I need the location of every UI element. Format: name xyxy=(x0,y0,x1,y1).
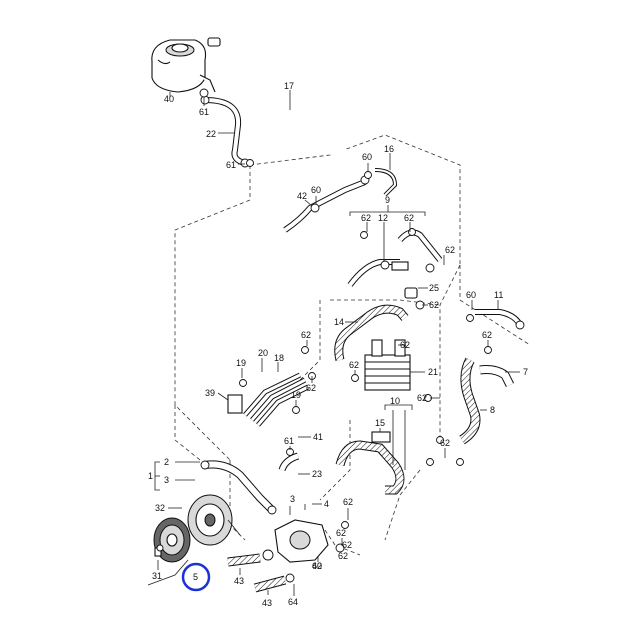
callout-label: 62 xyxy=(312,561,322,571)
callout-label: 18 xyxy=(274,353,284,363)
callout-label: 62 xyxy=(440,438,450,448)
expansion-tank xyxy=(151,39,216,93)
callout-label: 43 xyxy=(234,576,244,586)
hose-10 xyxy=(335,431,405,495)
callout-label: 17 xyxy=(284,81,294,91)
pump-pulley xyxy=(153,517,191,563)
callout-label: 9 xyxy=(385,195,390,205)
callout-label: 39 xyxy=(205,388,215,398)
callout-label: 11 xyxy=(494,290,503,300)
callout-label: 62 xyxy=(429,300,439,310)
thermostat-housing xyxy=(262,519,345,563)
callout-label: 43 xyxy=(262,598,272,608)
callout-labels: 40 61 22 61 17 60 16 42 60 9 62 12 62 62… xyxy=(148,81,528,608)
callout-label: 8 xyxy=(490,405,495,415)
hose-11 xyxy=(475,309,525,330)
pipe-16 xyxy=(374,168,398,197)
hose-23 xyxy=(278,452,300,472)
hose-42 xyxy=(283,175,370,233)
hose-8 xyxy=(459,357,481,445)
callout-label: 41 xyxy=(313,432,323,442)
hose-43-lower xyxy=(253,573,295,593)
callout-label: 2 xyxy=(164,457,169,467)
callout-label: 16 xyxy=(384,144,394,154)
oil-cooler-21 xyxy=(364,339,411,391)
callout-label: 14 xyxy=(334,317,344,327)
callout-label: 62 xyxy=(400,340,410,350)
hose-7 xyxy=(479,365,515,388)
tank-cap xyxy=(207,37,221,47)
callout-label: 61 xyxy=(284,436,294,446)
callout-label: 62 xyxy=(482,330,492,340)
callout-label: 25 xyxy=(429,283,439,293)
callout-label: 32 xyxy=(155,503,165,513)
callout-label: 61 xyxy=(226,160,236,170)
callout-label: 62 xyxy=(404,213,414,223)
water-pump xyxy=(187,494,233,546)
callout-label: 62 xyxy=(336,528,346,538)
assembly-outline xyxy=(174,134,531,556)
hose-group-9 xyxy=(347,229,443,287)
callout-label: 62 xyxy=(343,497,353,507)
water-pipe-1 xyxy=(200,460,277,515)
callout-label: 21 xyxy=(428,367,438,377)
callout-label: 40 xyxy=(164,94,174,104)
callout-label-highlighted: 5 xyxy=(193,572,198,582)
callout-label: 62 xyxy=(342,540,352,550)
highlight-circle xyxy=(181,562,211,592)
callout-label: 7 xyxy=(523,367,528,377)
callout-label: 23 xyxy=(312,469,322,479)
callout-label: 62 xyxy=(301,330,311,340)
callout-label: 62 xyxy=(361,213,371,223)
connector-25 xyxy=(404,287,425,310)
callout-label: 31 xyxy=(152,571,162,581)
callout-label: 15 xyxy=(375,418,385,428)
callout-label: 10 xyxy=(390,396,400,406)
callout-label: 62 xyxy=(349,360,359,370)
callout-label: 60 xyxy=(311,185,321,195)
leader-lines xyxy=(147,90,520,596)
callout-label: 3 xyxy=(290,494,295,504)
callout-label: 4 xyxy=(324,499,329,509)
callout-label: 19 xyxy=(291,390,301,400)
pipe-bundle-18 xyxy=(227,372,310,427)
callout-label: 62 xyxy=(445,245,455,255)
callout-label: 60 xyxy=(362,152,372,162)
callout-label: 19 xyxy=(236,358,246,368)
callout-label: 62 xyxy=(306,383,316,393)
callout-label: 40 xyxy=(312,561,322,571)
callout-label: 20 xyxy=(258,348,268,358)
callout-label: 64 xyxy=(288,597,298,607)
hose-14 xyxy=(334,304,409,362)
callout-label: 62 xyxy=(338,551,348,561)
callout-label: 1 xyxy=(148,471,153,481)
callout-label: 12 xyxy=(378,213,388,223)
hose-43-upper xyxy=(227,553,261,567)
callout-label: 42 xyxy=(297,191,307,201)
callout-label: 61 xyxy=(199,107,209,117)
callout-label: 62 xyxy=(417,393,427,403)
callout-label: 22 xyxy=(206,129,216,139)
clamp-markers xyxy=(156,88,492,552)
callout-label: 60 xyxy=(466,290,476,300)
callout-label: 3 xyxy=(164,475,169,485)
